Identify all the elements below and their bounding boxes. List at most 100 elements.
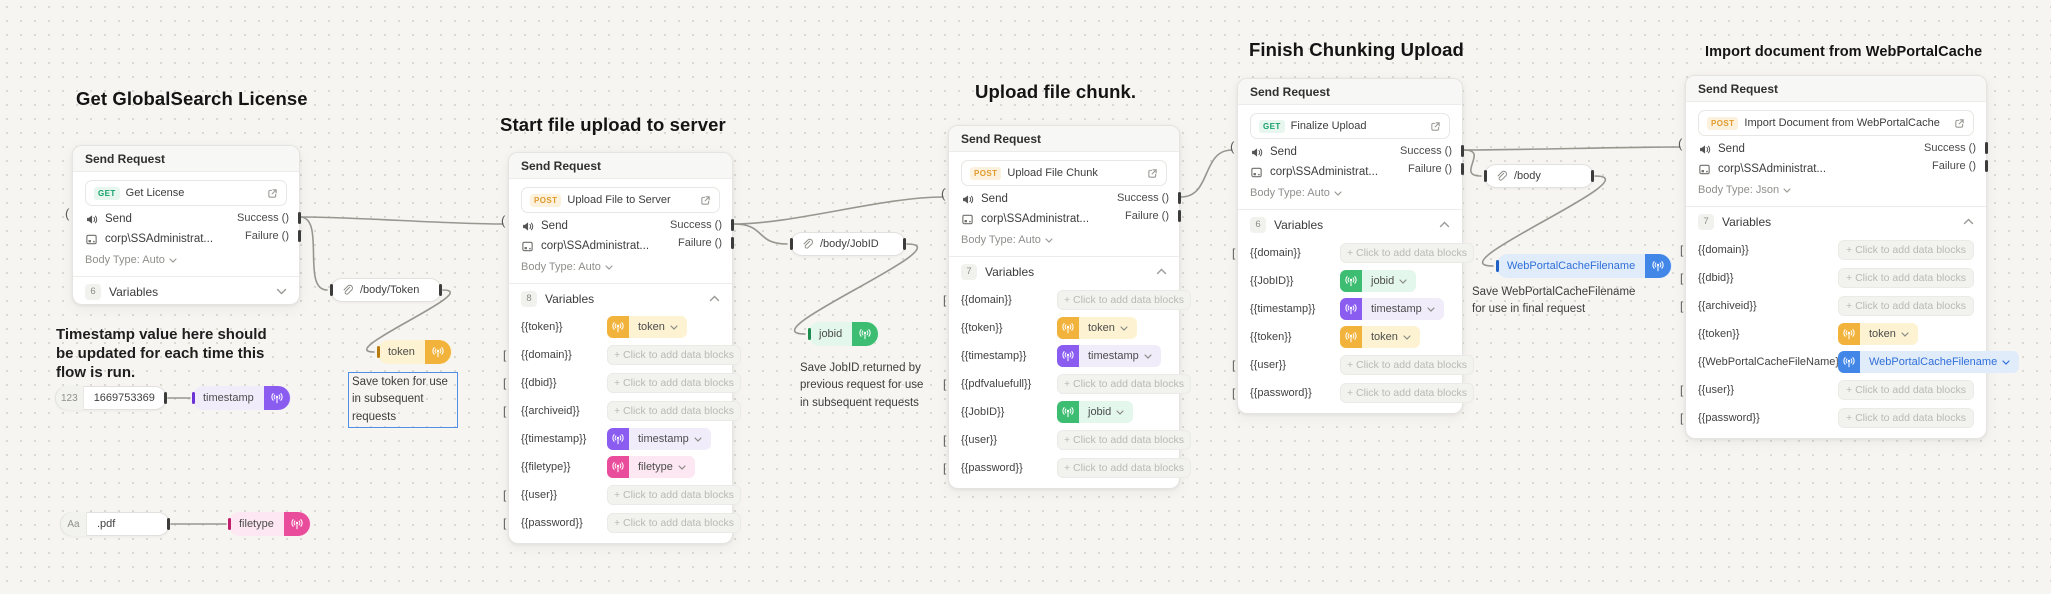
add-data-block-button[interactable]: + Click to add data blocks <box>1838 408 1974 428</box>
reference-node-/body/JobID[interactable]: /body/JobID <box>790 232 906 256</box>
add-data-block-button[interactable]: + Click to add data blocks <box>607 345 741 365</box>
variable-input-port[interactable]: [ <box>943 377 947 391</box>
variable-input-port[interactable]: [ <box>503 516 507 530</box>
failure-output-port[interactable] <box>298 230 301 242</box>
input-port[interactable] <box>377 346 380 358</box>
add-data-block-button[interactable]: + Click to add data blocks <box>1838 240 1974 260</box>
identity-row[interactable]: corp\SSAdministrat... <box>85 230 213 248</box>
failure-output-port[interactable] <box>1461 163 1464 175</box>
output-port[interactable] <box>903 238 906 250</box>
variable-input-port[interactable]: [ <box>1680 271 1684 285</box>
send-input-port[interactable]: ( <box>1230 139 1235 154</box>
body-type-dropdown[interactable]: Body Type: Auto <box>961 234 1053 246</box>
send-input-port[interactable]: ( <box>1678 136 1683 151</box>
identity-row[interactable]: corp\SSAdministrat... <box>521 237 649 255</box>
input-port[interactable] <box>1484 170 1487 182</box>
reference-node-/body/Token[interactable]: /body/Token <box>330 278 442 302</box>
add-data-block-button[interactable]: + Click to add data blocks <box>1340 383 1474 403</box>
literal-node-.pdf[interactable]: Aa.pdf <box>60 512 170 536</box>
variable-input-port[interactable]: [ <box>503 404 507 418</box>
input-port[interactable] <box>790 238 793 250</box>
failure-output-port[interactable] <box>1178 210 1181 222</box>
canvas-note[interactable]: Save WebPortalCacheFilename for use in f… <box>1472 286 1636 316</box>
variable-input-port[interactable]: [ <box>503 376 507 390</box>
send-input-port[interactable]: ( <box>941 186 946 201</box>
canvas-note[interactable]: Timestamp value here should be updated f… <box>56 326 267 381</box>
success-output-port[interactable] <box>1461 145 1464 157</box>
input-port[interactable] <box>808 328 811 340</box>
add-data-block-button[interactable]: + Click to add data blocks <box>1057 430 1191 450</box>
identity-row[interactable]: corp\SSAdministrat... <box>1698 160 1826 178</box>
variable-input-port[interactable]: [ <box>1232 246 1236 260</box>
variable-input-port[interactable]: [ <box>943 461 947 475</box>
add-data-block-button[interactable]: + Click to add data blocks <box>1057 458 1191 478</box>
broadcast-node-jobid[interactable]: jobid <box>808 322 880 346</box>
input-port[interactable] <box>330 284 333 296</box>
variable-input-port[interactable]: [ <box>943 433 947 447</box>
data-block-chip[interactable]: timestamp <box>607 428 711 450</box>
data-block-chip[interactable]: timestamp <box>1057 345 1161 367</box>
send-input-port[interactable]: ( <box>501 213 506 228</box>
canvas-note[interactable]: Save token for use in subsequent request… <box>348 372 458 428</box>
add-data-block-button[interactable]: + Click to add data blocks <box>1340 243 1474 263</box>
data-block-chip[interactable]: token <box>1057 317 1137 339</box>
canvas-note[interactable]: Save JobID returned by previous request … <box>800 362 924 409</box>
body-type-dropdown[interactable]: Body Type: Auto <box>521 261 613 273</box>
send-row[interactable]: Send <box>961 190 1008 208</box>
data-block-chip[interactable]: jobid <box>1057 401 1134 423</box>
chevron-down-icon[interactable] <box>276 288 287 295</box>
send-row[interactable]: Send <box>1250 143 1297 161</box>
failure-output-port[interactable] <box>731 237 734 249</box>
add-data-block-button[interactable]: + Click to add data blocks <box>607 513 741 533</box>
external-link-icon[interactable] <box>1430 121 1441 132</box>
send-row[interactable]: Send <box>521 217 568 235</box>
send-row[interactable]: Send <box>85 210 132 228</box>
body-type-dropdown[interactable]: Body Type: Auto <box>1250 187 1342 199</box>
success-output-port[interactable] <box>298 212 301 224</box>
send-input-port[interactable]: ( <box>65 206 70 221</box>
input-port[interactable] <box>192 392 195 404</box>
input-port[interactable] <box>1496 260 1499 272</box>
variable-input-port[interactable]: [ <box>1680 411 1684 425</box>
success-output-port[interactable] <box>731 219 734 231</box>
output-port[interactable] <box>1591 170 1594 182</box>
data-block-chip[interactable]: token <box>1838 323 1918 345</box>
chevron-up-icon[interactable] <box>709 295 720 302</box>
chevron-up-icon[interactable] <box>1963 218 1974 225</box>
chevron-up-icon[interactable] <box>1156 268 1167 275</box>
add-data-block-button[interactable]: + Click to add data blocks <box>1838 268 1974 288</box>
success-output-port[interactable] <box>1985 142 1988 154</box>
broadcast-node-filetype[interactable]: filetype <box>228 512 311 536</box>
add-data-block-button[interactable]: + Click to add data blocks <box>1057 290 1191 310</box>
node-value[interactable]: .pdf <box>97 518 116 530</box>
add-data-block-button[interactable]: + Click to add data blocks <box>607 373 741 393</box>
variable-input-port[interactable]: [ <box>1680 299 1684 313</box>
variable-input-port[interactable]: [ <box>1232 358 1236 372</box>
data-block-chip[interactable]: filetype <box>607 456 695 478</box>
add-data-block-button[interactable]: + Click to add data blocks <box>1057 374 1191 394</box>
broadcast-node-WebPortalCacheFilename[interactable]: WebPortalCacheFilename <box>1496 254 1673 278</box>
data-block-chip[interactable]: jobid <box>1340 270 1417 292</box>
variable-input-port[interactable]: [ <box>503 348 507 362</box>
chevron-up-icon[interactable] <box>1439 221 1450 228</box>
external-link-icon[interactable] <box>1147 168 1158 179</box>
variable-input-port[interactable]: [ <box>1680 243 1684 257</box>
body-type-dropdown[interactable]: Body Type: Auto <box>85 254 177 266</box>
variable-input-port[interactable]: [ <box>1680 383 1684 397</box>
output-port[interactable] <box>167 518 170 530</box>
broadcast-node-token[interactable]: token <box>377 340 452 364</box>
identity-row[interactable]: corp\SSAdministrat... <box>961 210 1089 228</box>
